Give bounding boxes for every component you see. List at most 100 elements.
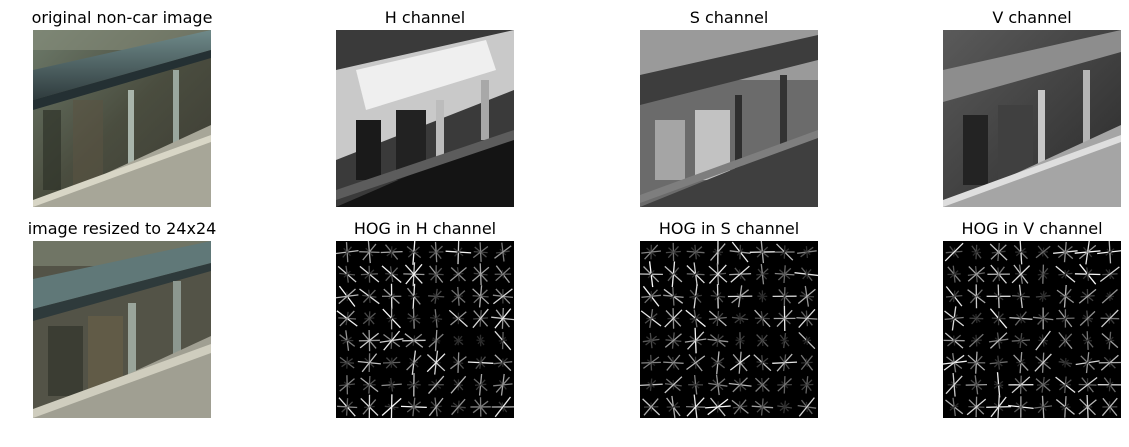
hog-cell-stroke <box>970 355 983 370</box>
hog-cell-stroke <box>729 354 751 371</box>
hog-cell-stroke <box>712 312 724 325</box>
hog-cell-stroke <box>1035 245 1051 259</box>
hog-cell-stroke <box>800 246 814 258</box>
hog-cell-stroke <box>1082 357 1093 368</box>
hog-h-image <box>336 241 514 418</box>
hog-cell-stroke <box>944 242 964 262</box>
hog-cell-stroke <box>405 333 423 348</box>
hog-cell-stroke <box>644 244 659 260</box>
hog-cell-stroke <box>472 308 489 329</box>
hog-cell-stroke <box>644 289 658 304</box>
hog-cell-stroke <box>338 288 356 305</box>
hog-v-image <box>943 241 1121 418</box>
hog-cell-stroke <box>362 399 377 415</box>
hog-cell-stroke <box>428 333 444 348</box>
hog-cell-stroke <box>450 311 467 326</box>
hog-cell-stroke <box>971 379 982 391</box>
hog-cell-stroke <box>383 330 401 351</box>
hog-cell-stroke <box>992 266 1005 283</box>
hog-cell-stroke <box>362 289 376 303</box>
hog-cell-stroke <box>471 266 490 282</box>
hog-cell-stroke <box>756 246 769 258</box>
hog-cell-stroke <box>1079 310 1096 326</box>
hog-cell-stroke <box>339 378 355 392</box>
hog-cell-stroke <box>971 312 982 325</box>
hog-cell-stroke <box>494 245 512 259</box>
panel-title-v: V channel <box>992 8 1072 27</box>
hog-cell-stroke <box>450 356 467 370</box>
hog-cell-stroke <box>647 269 655 279</box>
hog-cell-stroke <box>777 267 792 281</box>
hog-cell-stroke <box>406 354 422 371</box>
hog-cell-stroke <box>993 357 1004 368</box>
hog-cell-stroke <box>1058 379 1072 391</box>
hog-cell-stroke <box>736 248 744 256</box>
hog-cell-stroke <box>1039 292 1048 301</box>
hog-cell-stroke <box>711 335 724 346</box>
hog-cell-stroke <box>1016 292 1026 301</box>
hog-cell-stroke <box>408 380 420 390</box>
hog-cell-stroke <box>691 270 700 278</box>
hog-cell-stroke <box>387 314 396 323</box>
hog-cell-stroke <box>667 267 680 282</box>
hog-cell-stroke <box>1017 336 1025 345</box>
hog-cell-stroke <box>473 289 488 304</box>
hog-cell-stroke <box>967 266 985 282</box>
hog-cell-stroke <box>406 401 421 413</box>
hog-cell-stroke <box>428 375 445 395</box>
hog-cell-stroke <box>950 314 958 323</box>
hog-cell-stroke <box>497 357 508 368</box>
hog-cell-stroke <box>472 245 489 259</box>
hog-cell-stroke <box>686 355 706 371</box>
hog-cell-stroke <box>492 288 513 305</box>
hog-cell-stroke <box>1078 399 1097 415</box>
hog-cell-stroke <box>362 312 376 325</box>
hog-cell-stroke <box>407 246 420 258</box>
hog-cell-stroke <box>409 314 419 323</box>
h-channel-image <box>336 30 514 207</box>
hog-cell-stroke <box>972 248 981 256</box>
hog-cell-stroke <box>797 288 816 304</box>
hog-cell-stroke <box>1035 378 1051 391</box>
hog-cell-stroke <box>731 289 749 304</box>
hog-cell-stroke <box>341 401 354 413</box>
hog-cell-stroke <box>494 396 512 418</box>
hog-cell-stroke <box>669 293 678 300</box>
hog-cell-stroke <box>495 267 511 282</box>
hog-cell-stroke <box>756 268 769 281</box>
hog-cell-stroke <box>1083 336 1092 345</box>
hog-cell-stroke <box>800 355 814 371</box>
resized-image <box>33 241 211 418</box>
hog-cell-stroke <box>388 293 396 300</box>
hog-cell-stroke <box>364 269 375 279</box>
hog-cell-stroke <box>735 335 745 346</box>
hog-cell-stroke <box>359 332 380 349</box>
hog-cell-stroke <box>1078 288 1097 304</box>
hog-cell-stroke <box>431 314 441 323</box>
hog-cell-stroke <box>1037 267 1049 281</box>
hog-cell-stroke <box>990 396 1007 418</box>
hog-cell-stroke <box>454 335 463 346</box>
hog-cell-stroke <box>666 354 681 371</box>
hog-cell-stroke <box>1015 247 1026 257</box>
hog-cell-stroke <box>499 336 507 345</box>
hog-cell-stroke <box>1100 354 1119 371</box>
hog-cell-stroke <box>691 380 700 389</box>
hog-cell-stroke <box>993 313 1004 324</box>
hog-cell-stroke <box>1101 397 1118 417</box>
hog-cell-stroke <box>426 353 446 373</box>
hog-cell-stroke <box>1014 311 1027 326</box>
panel-title-resized: image resized to 24x24 <box>27 219 217 238</box>
s-channel-image <box>640 30 818 207</box>
hog-cell-stroke <box>780 291 789 302</box>
hog-cell-stroke <box>667 245 679 259</box>
panel-title-hog-s: HOG in S channel <box>658 219 800 238</box>
hog-cell-stroke <box>710 378 726 392</box>
hog-cell-stroke <box>342 336 352 345</box>
hog-cell-stroke <box>477 336 484 345</box>
hog-cell-stroke <box>1013 401 1028 413</box>
hog-cell-stroke <box>342 246 353 258</box>
hog-cell-stroke <box>1011 376 1031 394</box>
hog-cell-stroke <box>643 356 660 369</box>
hog-cell-stroke <box>756 312 769 325</box>
